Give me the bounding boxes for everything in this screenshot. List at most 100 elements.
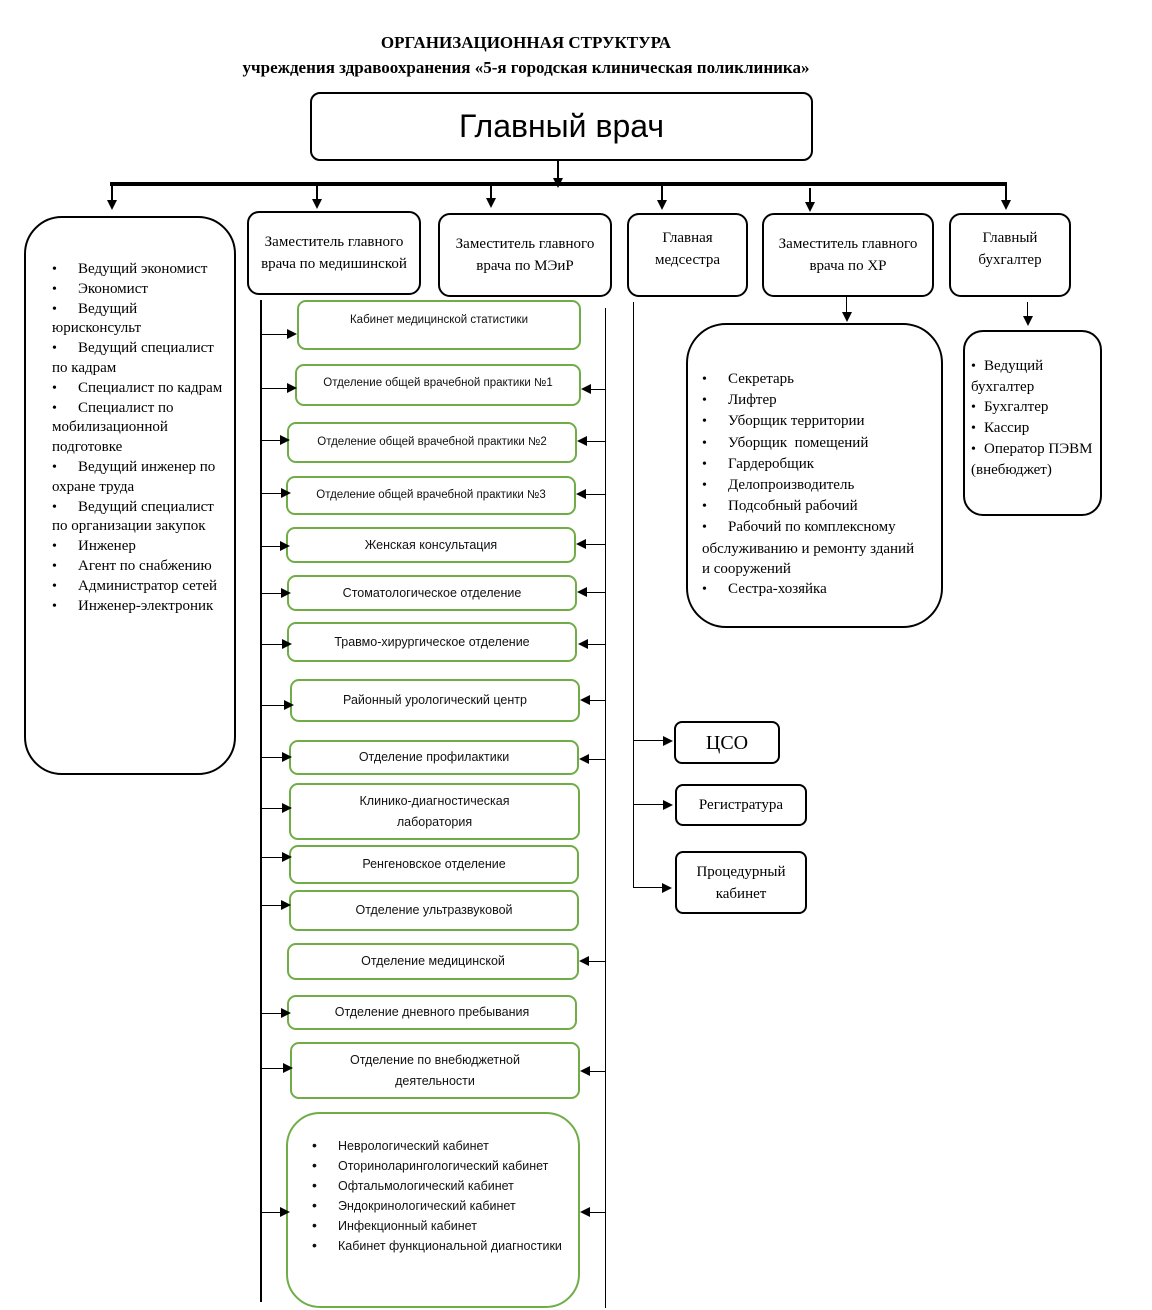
connector-line [589,961,605,962]
department-label: Отделение общей врачебной практики №1 [323,377,553,389]
chief-doctor-label: Главный врач [459,108,664,144]
arrow-left-icon [576,489,586,499]
arrow-right-icon [281,900,291,910]
list-item: Секретарь [702,369,925,390]
connector-line [262,493,281,494]
head-nurse-box[interactable]: Главная медсестра [627,213,748,297]
arrow-left-icon [579,956,589,966]
arrow-right-icon [281,1008,291,1018]
department-box[interactable]: Отделение общей врачебной практики №3 [286,476,576,515]
department-box[interactable]: Отделение общей врачебной практики №2 [287,422,577,463]
list-item: Подсобный рабочий [702,496,925,517]
arrow-right-icon [282,803,292,813]
department-box[interactable]: Отделение дневного пребывания [287,995,577,1030]
department-box[interactable]: Районный урологический центр [290,679,580,722]
arrow-left-icon [581,384,591,394]
department-box[interactable]: Женская консультация [286,527,576,563]
connector-line [262,334,287,335]
registry-box[interactable]: Регистратура [675,784,807,826]
list-item: Агент по снабжению [52,557,224,577]
connector-line [262,808,282,809]
department-box[interactable]: Отделение ультразвуковой [289,890,579,931]
connector-line [262,905,281,906]
arrow-left-icon [577,587,587,597]
chief-accountant-box[interactable]: Главный бухгалтер [949,213,1071,297]
head-nurse-label: Главная медсестра [654,230,720,268]
department-label: Отделение по внебюджетной деятельности [350,1052,520,1088]
chief-doctor-box[interactable]: Главный врач [310,92,813,161]
department-label: Отделение медицинской [361,954,505,968]
list-item: Уборщик территории [702,411,925,432]
arrow-right-icon [281,488,291,498]
list-item: Бухгалтер [971,397,1094,418]
admin-staff-box[interactable]: Ведущий экономист Экономист Ведущий юрис… [24,216,236,775]
xr-staff-box[interactable]: Секретарь Лифтер Уборщик территории Убор… [686,323,943,628]
connector-line [1027,302,1028,317]
arrow-left-icon [580,1066,590,1076]
deputy-xr-box[interactable]: Заместитель главного врача по ХР [762,213,934,297]
connector-line [262,757,282,758]
department-label: Стоматологическое отделение [342,585,522,600]
procedure-room-label: Процедурный кабинет [696,863,786,902]
arrow-right-icon [287,329,297,339]
cabinets-box[interactable]: Неврологический кабинет Оториноларинголо… [286,1112,580,1308]
department-box[interactable]: Отделение профилактики [289,740,579,775]
arrow-right-icon [280,1207,290,1217]
department-box[interactable]: Стоматологическое отделение [287,575,577,611]
deputy-meir-label: Заместитель главного врача по МЭиР [455,236,595,274]
connector-line [587,592,605,593]
connector-line [586,544,605,545]
deputy-meir-spine [605,308,606,1308]
department-box[interactable]: Ренгеновское отделение [289,845,579,884]
arrow-right-icon [282,852,292,862]
department-box[interactable]: Отделение по внебюджетной деятельности [290,1042,580,1099]
department-box[interactable]: Клинико-диагностическая лаборатория [289,783,580,840]
list-item: Специалист по кадрам [52,379,224,399]
procedure-room-box[interactable]: Процедурный кабинет [675,851,807,914]
chart-subtitle: учреждения здравоохранения «5-я городска… [242,58,810,77]
connector-line [262,546,280,547]
arrow-right-icon [280,435,290,445]
department-label: Ренгеновское отделение [362,857,506,871]
department-box[interactable]: Травмо-хирургическое отделение [287,622,577,662]
connector-line [661,186,663,202]
department-label: Травмо-хирургическое отделение [334,634,530,649]
arrow-down-icon [107,200,117,210]
deputy-medical-box[interactable]: Заместитель главного врача по медишинско… [247,211,421,295]
arrow-left-icon [580,695,590,705]
arrow-down-icon [842,312,852,322]
list-item: Рабочий по комплексному обслуживанию и р… [702,517,925,579]
arrow-left-icon [576,539,586,549]
list-item: Кассир [971,418,1094,439]
deputy-medical-spine [260,300,262,1302]
list-item: Ведущий специалист по организации закупо… [52,498,224,538]
department-box[interactable]: Кабинет медицинской статистики [297,300,581,350]
registry-label: Регистратура [698,797,784,813]
arrow-down-icon [486,198,496,208]
department-label: Отделение профилактики [358,750,510,764]
department-label: Отделение общей врачебной практики №2 [317,436,547,448]
connector-line [590,1071,605,1072]
cabinets-list: Неврологический кабинет Оториноларинголо… [312,1136,562,1256]
connector-line [590,700,605,701]
list-item: Администратор сетей [52,577,224,597]
xr-staff-list: Секретарь Лифтер Уборщик территории Убор… [702,369,925,600]
department-box[interactable]: Отделение медицинской [287,943,579,980]
arrow-right-icon [282,752,292,762]
list-item: Инженер [52,537,224,557]
arrow-right-icon [282,639,292,649]
list-item: Специалист по мобилизационной подготовке [52,399,224,458]
deputy-medical-label: Заместитель главного врача по медишинско… [261,234,407,272]
department-box[interactable]: Отделение общей врачебной практики №1 [295,364,581,406]
connector-line [634,740,664,741]
connector-line [262,1068,283,1069]
arrow-down-icon [1023,316,1033,326]
connector-line [634,887,663,888]
list-item: Оториноларингологический кабинет [312,1156,562,1176]
deputy-meir-box[interactable]: Заместитель главного врача по МЭиР [438,213,612,297]
list-item: Инфекционный кабинет [312,1216,562,1236]
arrow-right-icon [280,541,290,551]
cso-box[interactable]: ЦСО [674,721,780,764]
list-item: Ведущий юрисконсульт [52,300,224,340]
accounting-staff-box[interactable]: Ведущий бухгалтер Бухгалтер Кассир Опера… [963,330,1102,516]
